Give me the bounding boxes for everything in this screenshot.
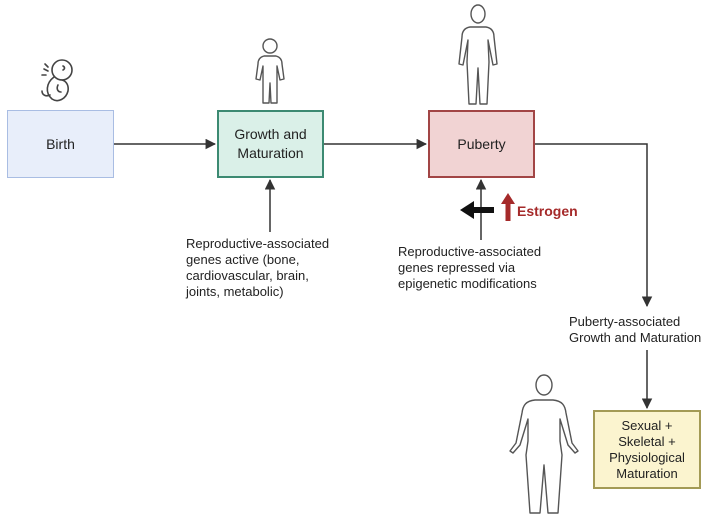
node-growth-label: Growth and Maturation (234, 126, 307, 161)
adolescent-figure-icon (458, 4, 498, 105)
node-birth: Birth (7, 110, 114, 178)
node-final-label: Sexual + Skeletal + Physiological Matura… (609, 417, 685, 481)
node-birth-label: Birth (46, 135, 75, 152)
node-puberty: Puberty (428, 110, 535, 178)
arrow-left-icon (460, 201, 494, 219)
adult-figure-icon (509, 374, 579, 514)
estrogen-label: Estrogen (517, 203, 578, 219)
fetus-icon (41, 59, 73, 102)
node-puberty-label: Puberty (457, 135, 506, 152)
genes-active-label: Reproductive-associated genes active (bo… (186, 236, 330, 299)
node-growth-and-maturation: Growth and Maturation (217, 110, 324, 178)
puberty-growth-label: Puberty-associated Growth and Maturation (569, 314, 702, 345)
node-final-maturation: Sexual + Skeletal + Physiological Matura… (593, 410, 701, 489)
arrow-puberty-to-growth-maturation (535, 143, 653, 308)
genes-repressed-label: Reproductive-associated genes repressed … (398, 244, 542, 291)
child-figure-icon (255, 38, 285, 104)
arrow-up-icon (501, 193, 515, 221)
